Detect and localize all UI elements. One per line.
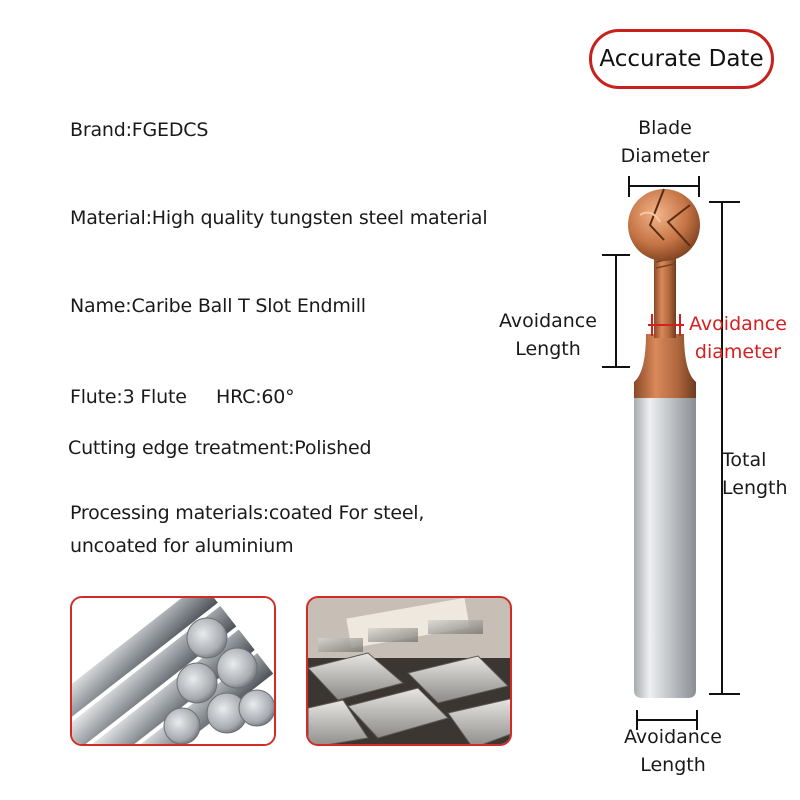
tool-shank	[634, 398, 696, 698]
hrc-text: HRC:60°	[216, 386, 295, 408]
bottom-avoidance-label: Avoidance Length	[612, 723, 734, 779]
steel-rods-photo	[70, 596, 276, 746]
accurate-date-badge: Accurate Date	[589, 29, 774, 89]
processing-text-line1: Processing materials:coated For steel,	[70, 502, 425, 524]
tool-taper	[634, 334, 696, 398]
blade-label-line1: Blade	[638, 117, 692, 139]
blade-label-line2: Diameter	[620, 145, 710, 167]
steel-rods-image	[72, 598, 274, 744]
avoid-dia-line2: diameter	[694, 341, 782, 363]
avoidance-length-dimension	[602, 254, 630, 368]
material-text: Material:High quality tungsten steel mat…	[70, 207, 488, 229]
bottom-line2: Length	[640, 754, 706, 776]
total-length-dimension	[709, 201, 740, 695]
total-line2: Length	[722, 477, 788, 499]
total-length-label: Total Length	[722, 446, 788, 502]
tool-ball-head	[628, 188, 700, 261]
avoidance-diameter-label: Avoidance diameter	[680, 310, 796, 366]
blade-diameter-label: Blade Diameter	[612, 114, 718, 170]
brand-text: Brand:FGEDCS	[70, 119, 209, 141]
name-text: Name:Caribe Ball T Slot Endmill	[70, 295, 366, 317]
bottom-line1: Avoidance	[624, 726, 722, 748]
avoid-dia-line1: Avoidance	[689, 313, 787, 335]
avoid-len-line1: Avoidance	[499, 310, 597, 332]
flute-text: Flute:3 Flute	[70, 386, 187, 408]
edge-treatment-text: Cutting edge treatment:Polished	[68, 437, 372, 459]
aluminium-bars-image	[308, 598, 510, 744]
total-line1: Total	[722, 449, 767, 471]
avoidance-length-label: Avoidance Length	[484, 307, 612, 363]
processing-text-line2: uncoated for aluminium	[70, 535, 294, 557]
badge-label: Accurate Date	[599, 46, 764, 72]
aluminium-bars-photo	[306, 596, 512, 746]
avoidance-diameter-dimension	[648, 314, 684, 336]
bottom-avoidance-dimension	[636, 710, 698, 730]
avoid-len-line2: Length	[515, 338, 581, 360]
blade-diameter-dimension	[628, 176, 700, 197]
